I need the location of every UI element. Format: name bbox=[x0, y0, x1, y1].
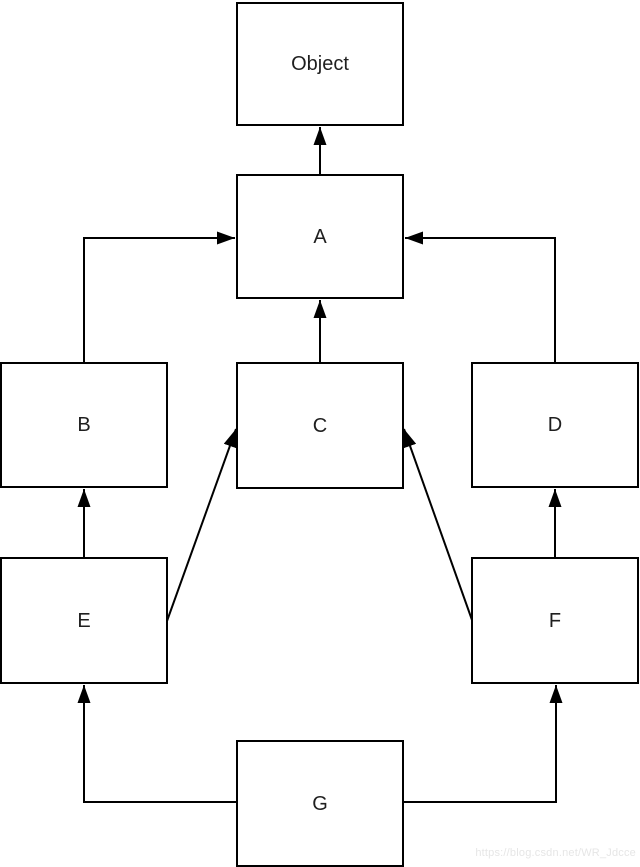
edge-d-to-a bbox=[405, 231, 556, 363]
node-f: F bbox=[471, 557, 639, 684]
node-a-box bbox=[236, 174, 404, 299]
node-e-box bbox=[0, 557, 168, 684]
edge-g-to-f bbox=[403, 685, 563, 803]
node-d-label: D bbox=[548, 414, 562, 436]
node-g-label: G bbox=[312, 793, 328, 815]
node-a: A bbox=[236, 174, 404, 299]
node-object: Object bbox=[236, 2, 404, 126]
node-b-box bbox=[0, 362, 168, 488]
watermark-text: https://blog.csdn.net/WR_Jdcce bbox=[475, 847, 636, 859]
node-f-box bbox=[471, 557, 639, 684]
edge-f-to-c bbox=[403, 428, 473, 621]
edge-g-to-e bbox=[77, 685, 237, 803]
node-object-label: Object bbox=[291, 53, 349, 75]
node-d-box bbox=[471, 362, 639, 488]
node-c-label: C bbox=[313, 415, 327, 437]
node-g-box bbox=[236, 740, 404, 867]
node-c: C bbox=[236, 362, 404, 489]
node-b: B bbox=[0, 362, 168, 488]
node-g: G bbox=[236, 740, 404, 867]
node-d: D bbox=[471, 362, 639, 488]
edge-e-to-c bbox=[166, 428, 237, 622]
node-a-label: A bbox=[313, 226, 327, 248]
node-e: E bbox=[0, 557, 168, 684]
node-c-box bbox=[236, 362, 404, 489]
edge-b-to-a bbox=[83, 231, 235, 363]
node-f-label: F bbox=[549, 610, 561, 632]
node-e-label: E bbox=[77, 610, 90, 632]
node-b-label: B bbox=[77, 414, 90, 436]
node-object-box bbox=[236, 2, 404, 126]
